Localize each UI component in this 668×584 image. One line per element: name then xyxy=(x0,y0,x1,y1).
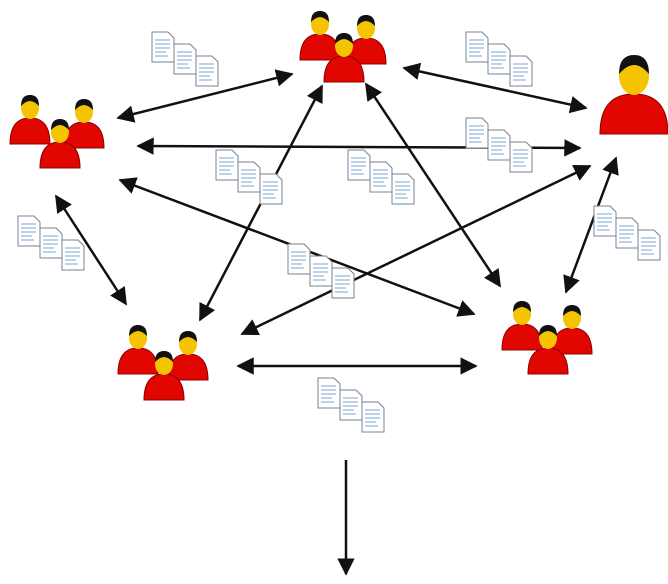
edge-right-bottomright xyxy=(563,156,619,294)
document-stack-icon xyxy=(317,377,385,433)
document-stack-icon xyxy=(465,117,533,173)
document-stack-icon xyxy=(287,243,355,299)
people-group-icon xyxy=(117,324,209,401)
edge-left-bottomleft xyxy=(54,194,128,306)
document-stack-icon xyxy=(593,205,661,261)
nodes-layer xyxy=(9,10,668,401)
document-stack-icon xyxy=(215,149,283,205)
document-stack-icon xyxy=(151,31,219,87)
edge-right-bottomleft xyxy=(240,164,592,336)
people-group-icon xyxy=(9,94,105,169)
people-group-icon xyxy=(501,300,593,375)
people-group-icon xyxy=(299,10,387,83)
document-stack-icon xyxy=(347,149,415,205)
document-stack-icon xyxy=(465,31,533,87)
edges-layer xyxy=(54,62,619,576)
person-icon xyxy=(599,54,668,135)
